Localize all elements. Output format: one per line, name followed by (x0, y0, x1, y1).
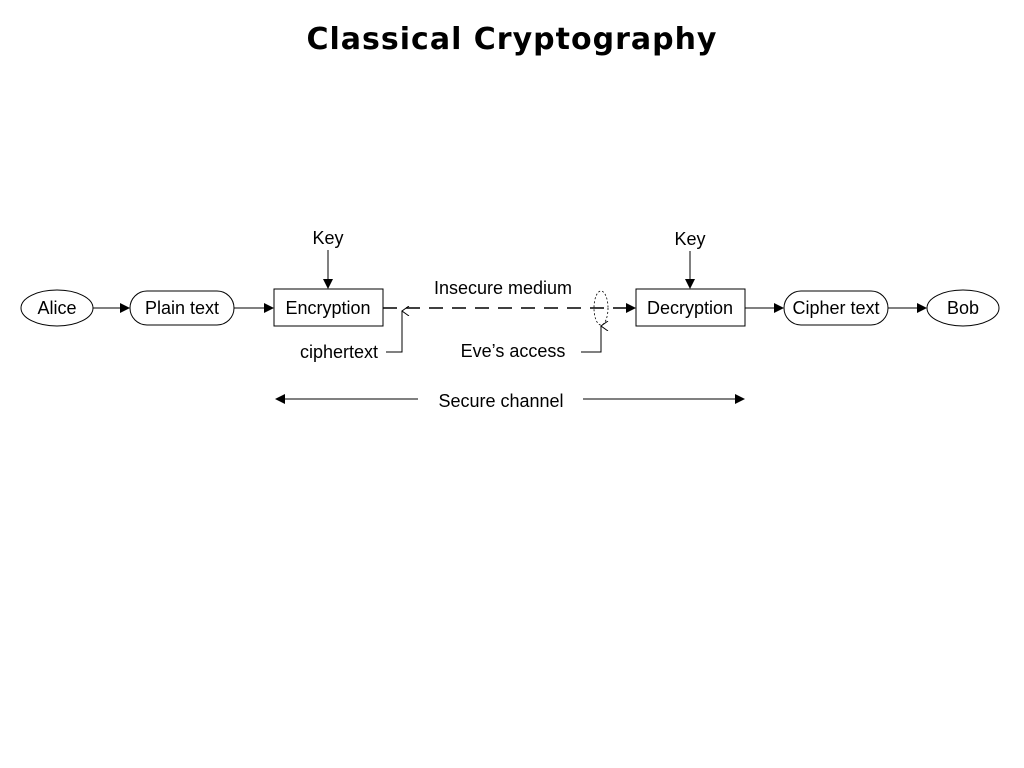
decryption-label: Decryption (647, 298, 733, 318)
encryption-box: Encryption (273, 288, 384, 327)
encryption-label: Encryption (285, 298, 370, 318)
eve-interception-ellipse (593, 290, 609, 326)
plain-text-label: Plain text (145, 298, 219, 318)
alice-label: Alice (37, 298, 76, 318)
insecure-medium-label: Insecure medium (434, 278, 572, 298)
cipher-text-label: Cipher text (792, 298, 879, 318)
slide-title: Classical Cryptography (306, 22, 718, 57)
decryption-box: Decryption (635, 288, 746, 327)
ciphertext-label: ciphertext (300, 342, 378, 362)
cipher-text-node: Cipher text (783, 290, 889, 326)
eves-access-label: Eve’s access (461, 341, 566, 361)
bob-node: Bob (926, 289, 1000, 327)
key-label-left: Key (312, 228, 343, 248)
ciphertext-callout-line (386, 311, 402, 353)
secure-channel-label: Secure channel (438, 391, 563, 411)
bob-label: Bob (947, 298, 979, 318)
key-label-right: Key (674, 229, 705, 249)
plain-text-node: Plain text (129, 290, 235, 326)
alice-node: Alice (20, 289, 94, 327)
eves-access-callout-line (581, 326, 601, 353)
